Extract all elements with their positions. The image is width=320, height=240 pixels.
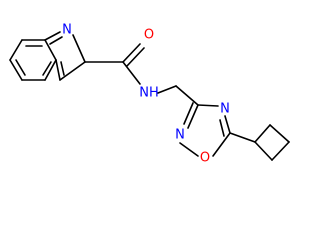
atom-label-ring-o: O [200, 151, 210, 166]
bond [72, 34, 86, 63]
bond [9, 59, 23, 81]
atom-label-amide-nh: NH [139, 86, 159, 101]
double-bond [183, 102, 194, 125]
five-membered-ring [44, 31, 86, 81]
bond [157, 85, 177, 94]
bond [212, 132, 231, 157]
bond [175, 85, 199, 106]
bond [229, 132, 256, 143]
bond [197, 104, 219, 107]
bond [254, 124, 271, 143]
bond [269, 124, 290, 143]
bond [122, 61, 141, 85]
bond [55, 59, 61, 81]
atom-label-ring-n-left: N [175, 128, 185, 143]
bond [59, 61, 86, 81]
benzene-ring [9, 39, 57, 81]
bond [44, 39, 57, 61]
bond [271, 141, 290, 161]
bond [224, 115, 231, 134]
bond [254, 141, 273, 161]
carbonyl-double-bond [122, 43, 141, 63]
cyclobutyl-ring [229, 124, 290, 161]
atom-label-indole-n: N [62, 23, 72, 38]
molecule-diagram: N O NH N N O [9, 23, 290, 166]
bond [44, 59, 57, 81]
double-bond [219, 119, 225, 137]
carbonyl-double-bond [126, 47, 145, 67]
atom-label-ring-n-top: N [220, 102, 230, 117]
double-bond-inner [15, 59, 26, 76]
bond [44, 31, 61, 41]
molecule-canvas: N O NH N N O [9, 22, 290, 166]
bond [9, 39, 23, 61]
bond [179, 142, 199, 157]
amide-group [84, 43, 199, 106]
bond [187, 104, 199, 129]
oxadiazole-ring [179, 102, 231, 157]
double-bond [60, 61, 65, 76]
atom-label-carbonyl-o: O [144, 28, 154, 43]
double-bond [49, 36, 63, 45]
double-bond-inner [42, 61, 52, 76]
